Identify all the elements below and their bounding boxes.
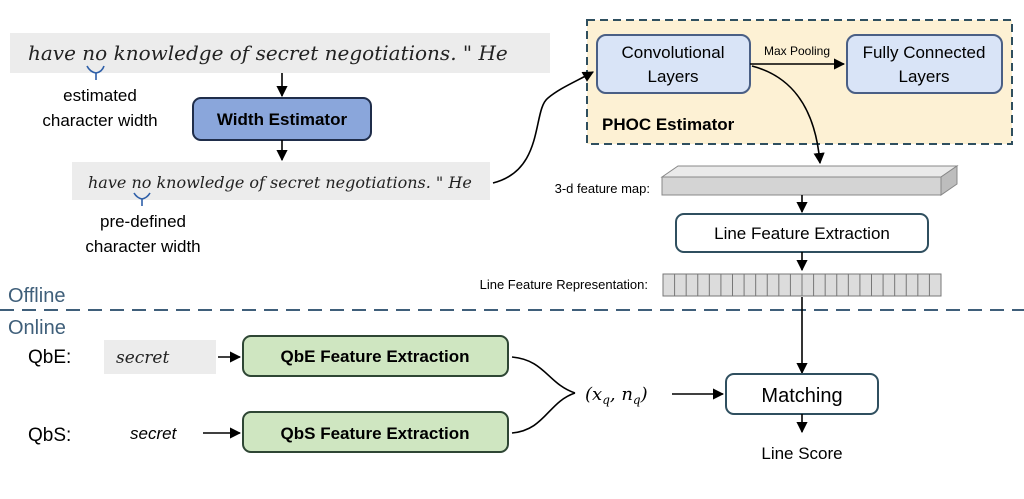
feature-map-label: 3-d feature map: xyxy=(555,181,650,196)
line-feature-representation-label: Line Feature Representation: xyxy=(480,277,648,292)
qbe-extraction-label: QbE Feature Extraction xyxy=(281,347,470,366)
handwriting-strip-top xyxy=(10,33,550,73)
line-score-label: Line Score xyxy=(761,444,842,463)
qbs-extraction-box xyxy=(242,411,509,453)
handwriting-line-bottom: have no knowledge of secret negotiations… xyxy=(88,173,472,192)
qbs-label: QbS: xyxy=(28,425,71,446)
offline-section-label: Offline xyxy=(8,285,65,307)
matching-label: Matching xyxy=(761,385,842,407)
query-representation: (xq, nq) xyxy=(585,384,648,407)
online-section-label: Online xyxy=(8,317,66,339)
predefined-width-label-1: pre-defined xyxy=(100,212,186,231)
line-feature-representation-vector xyxy=(662,273,942,297)
qbe-word: secret xyxy=(116,348,169,368)
width-estimator-label: Width Estimator xyxy=(217,110,348,129)
feature-map-top xyxy=(660,165,959,178)
line-feature-extraction-label: Line Feature Extraction xyxy=(714,224,890,243)
arrow-strip-to-conv xyxy=(492,71,594,184)
estimated-width-label-2: character width xyxy=(42,111,157,130)
feature-map-front xyxy=(661,176,942,196)
merge-curve-qbe xyxy=(511,356,576,394)
estimated-width-label-1: estimated xyxy=(63,86,137,105)
fc-layers-box xyxy=(846,34,1003,94)
qbs-extraction-label: QbS Feature Extraction xyxy=(281,424,470,443)
fc-layers-label-2: Layers xyxy=(898,67,949,86)
qbe-extraction-box xyxy=(242,335,509,377)
qbe-label: QbE: xyxy=(28,347,71,368)
conv-layers-label-1: Convolutional xyxy=(621,43,724,62)
fc-layers-label-1: Fully Connected xyxy=(863,43,986,62)
merge-curve-qbs xyxy=(511,392,576,434)
handwriting-strip-bottom xyxy=(72,162,490,200)
predefined-width-label-2: character width xyxy=(85,237,200,256)
conv-layers-label-2: Layers xyxy=(647,67,698,86)
phoc-estimator-title: PHOC Estimator xyxy=(602,115,735,134)
max-pooling-label: Max Pooling xyxy=(764,44,830,58)
qbe-word-strip xyxy=(104,340,216,374)
handwriting-line-top: have no knowledge of secret negotiations… xyxy=(28,41,508,65)
arrow-conv-to-feature-map xyxy=(751,65,825,165)
qbs-word: secret xyxy=(130,424,178,443)
